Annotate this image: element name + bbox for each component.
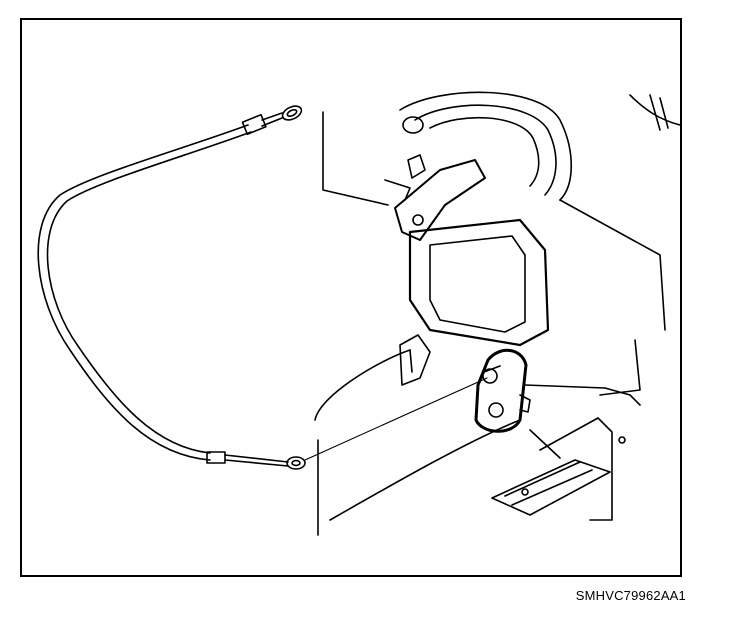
cable-end-loop-upper: [241, 105, 303, 136]
mounting-bracket: [399, 334, 641, 521]
door-lever-upper: [384, 154, 486, 241]
control-cable: [37, 124, 252, 461]
figure-id-label: SMHVC79962AA1: [575, 588, 686, 603]
heater-case-duct: [314, 91, 681, 536]
cable-end-loop-lower: [206, 377, 488, 470]
door-lever-lower: [474, 349, 531, 433]
figure-frame: [20, 18, 682, 577]
